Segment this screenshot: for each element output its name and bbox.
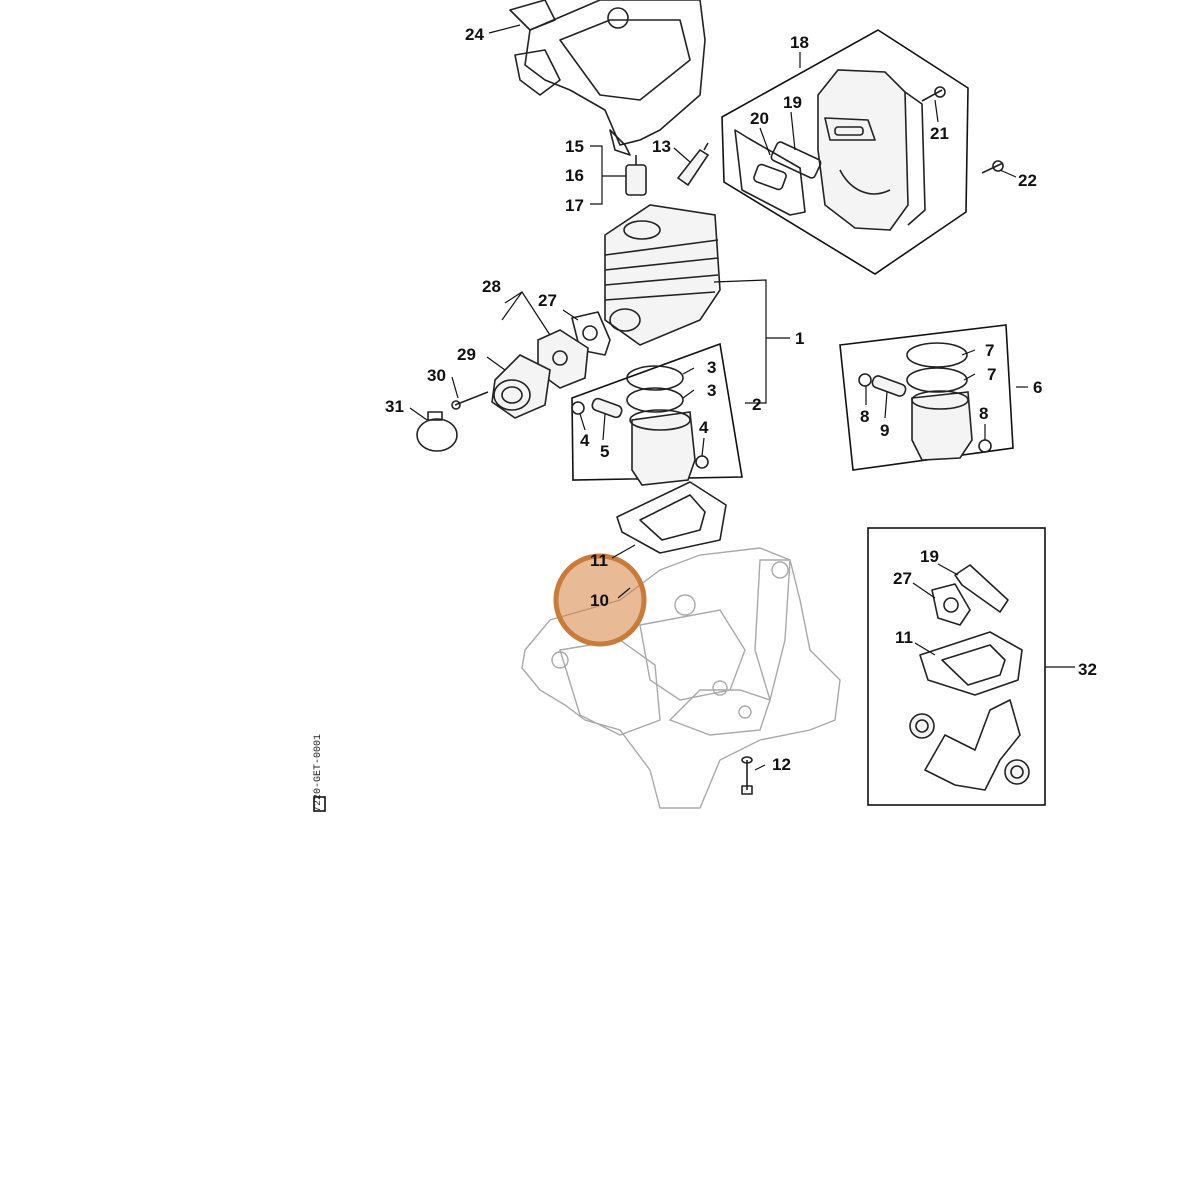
muffler-part[interactable]: [817, 69, 926, 231]
callout-3-top: 3: [707, 358, 716, 377]
callout-29: 29: [457, 345, 476, 364]
gasket-set-11[interactable]: [919, 631, 1023, 696]
muffler-group-frame: [721, 29, 969, 275]
circlip-4-left[interactable]: [571, 401, 585, 415]
leader-lines: [409, 24, 1075, 771]
callout-31: 31: [385, 397, 404, 416]
piston-pin-5[interactable]: [591, 397, 623, 419]
intake-manifold[interactable]: [491, 354, 551, 419]
piston-rings-7[interactable]: [906, 342, 968, 393]
drawing-code-box: [313, 796, 326, 812]
muffler-gasket-19[interactable]: [770, 141, 822, 179]
callout-5: 5: [600, 442, 609, 461]
piston-part[interactable]: [629, 409, 696, 486]
callout-1: 1: [795, 329, 804, 348]
decompression-valve[interactable]: [625, 155, 647, 196]
piston-group-frame: [571, 342, 743, 481]
circlip-4-right[interactable]: [695, 455, 709, 469]
callout-3-bottom: 3: [707, 381, 716, 400]
circlip-8-left[interactable]: [858, 373, 872, 387]
oil-seal-right[interactable]: [1004, 759, 1030, 785]
circlip-8-right[interactable]: [978, 439, 992, 453]
callout-7-bottom: 7: [987, 365, 996, 384]
screw-12[interactable]: [741, 756, 753, 795]
callout-18: 18: [790, 33, 809, 52]
callout-27: 27: [538, 291, 557, 310]
screw-21[interactable]: [921, 86, 946, 102]
cylinder-gasket[interactable]: [616, 481, 727, 554]
callout-2: 2: [752, 395, 761, 414]
shroud-part[interactable]: [509, 0, 706, 156]
callout-labels: 24 18 20 19 21 22 15 16 17 13 1 28 27 29…: [385, 25, 1097, 774]
callout-19: 19: [783, 93, 802, 112]
callout-12: 12: [772, 755, 791, 774]
callout-24: 24: [465, 25, 484, 44]
callout-8-right: 8: [979, 404, 988, 423]
callout-28: 28: [482, 277, 501, 296]
callout-20: 20: [750, 109, 769, 128]
cylinder-part[interactable]: [604, 204, 721, 346]
callout-4-left: 4: [580, 431, 590, 450]
callout-21: 21: [930, 124, 949, 143]
muffler-gasket-20[interactable]: [734, 129, 806, 216]
callout-8-left: 8: [860, 407, 869, 426]
bolt-30[interactable]: [451, 391, 489, 410]
spark-plug[interactable]: [676, 142, 710, 187]
crankcase-part: [521, 547, 841, 809]
piston-part-kit[interactable]: [911, 390, 973, 461]
highlight-circle: [553, 553, 647, 647]
callout-15: 15: [565, 137, 584, 156]
callout-6: 6: [1033, 378, 1042, 397]
callout-4-right: 4: [699, 418, 709, 437]
screw-22[interactable]: [981, 160, 1004, 174]
callout-30: 30: [427, 366, 446, 385]
carburetor-part[interactable]: [537, 329, 589, 389]
hose-clamp[interactable]: [416, 411, 458, 452]
gasket-set-27[interactable]: [931, 583, 971, 626]
crankcase-gasket[interactable]: [924, 699, 1021, 791]
callout-27-set: 27: [893, 569, 912, 588]
gasket-set-19[interactable]: [954, 564, 1009, 613]
callout-11-set: 11: [895, 628, 913, 647]
callout-9: 9: [880, 421, 889, 440]
callout-22: 22: [1018, 171, 1037, 190]
callout-11: 11: [590, 551, 608, 570]
callout-13: 13: [652, 137, 671, 156]
callout-32: 32: [1078, 660, 1097, 679]
piston-rings-3[interactable]: [626, 365, 684, 413]
callout-10: 10: [590, 591, 609, 610]
callout-16: 16: [565, 166, 584, 185]
callout-7-top: 7: [985, 341, 994, 360]
oil-seal-left[interactable]: [909, 713, 935, 739]
callout-17: 17: [565, 196, 584, 215]
piston-pin-9[interactable]: [871, 375, 907, 398]
drawing-code: 7220-GET-0001: [313, 734, 324, 812]
callout-19-set: 19: [920, 547, 939, 566]
piston-kit-frame: [839, 324, 1014, 471]
